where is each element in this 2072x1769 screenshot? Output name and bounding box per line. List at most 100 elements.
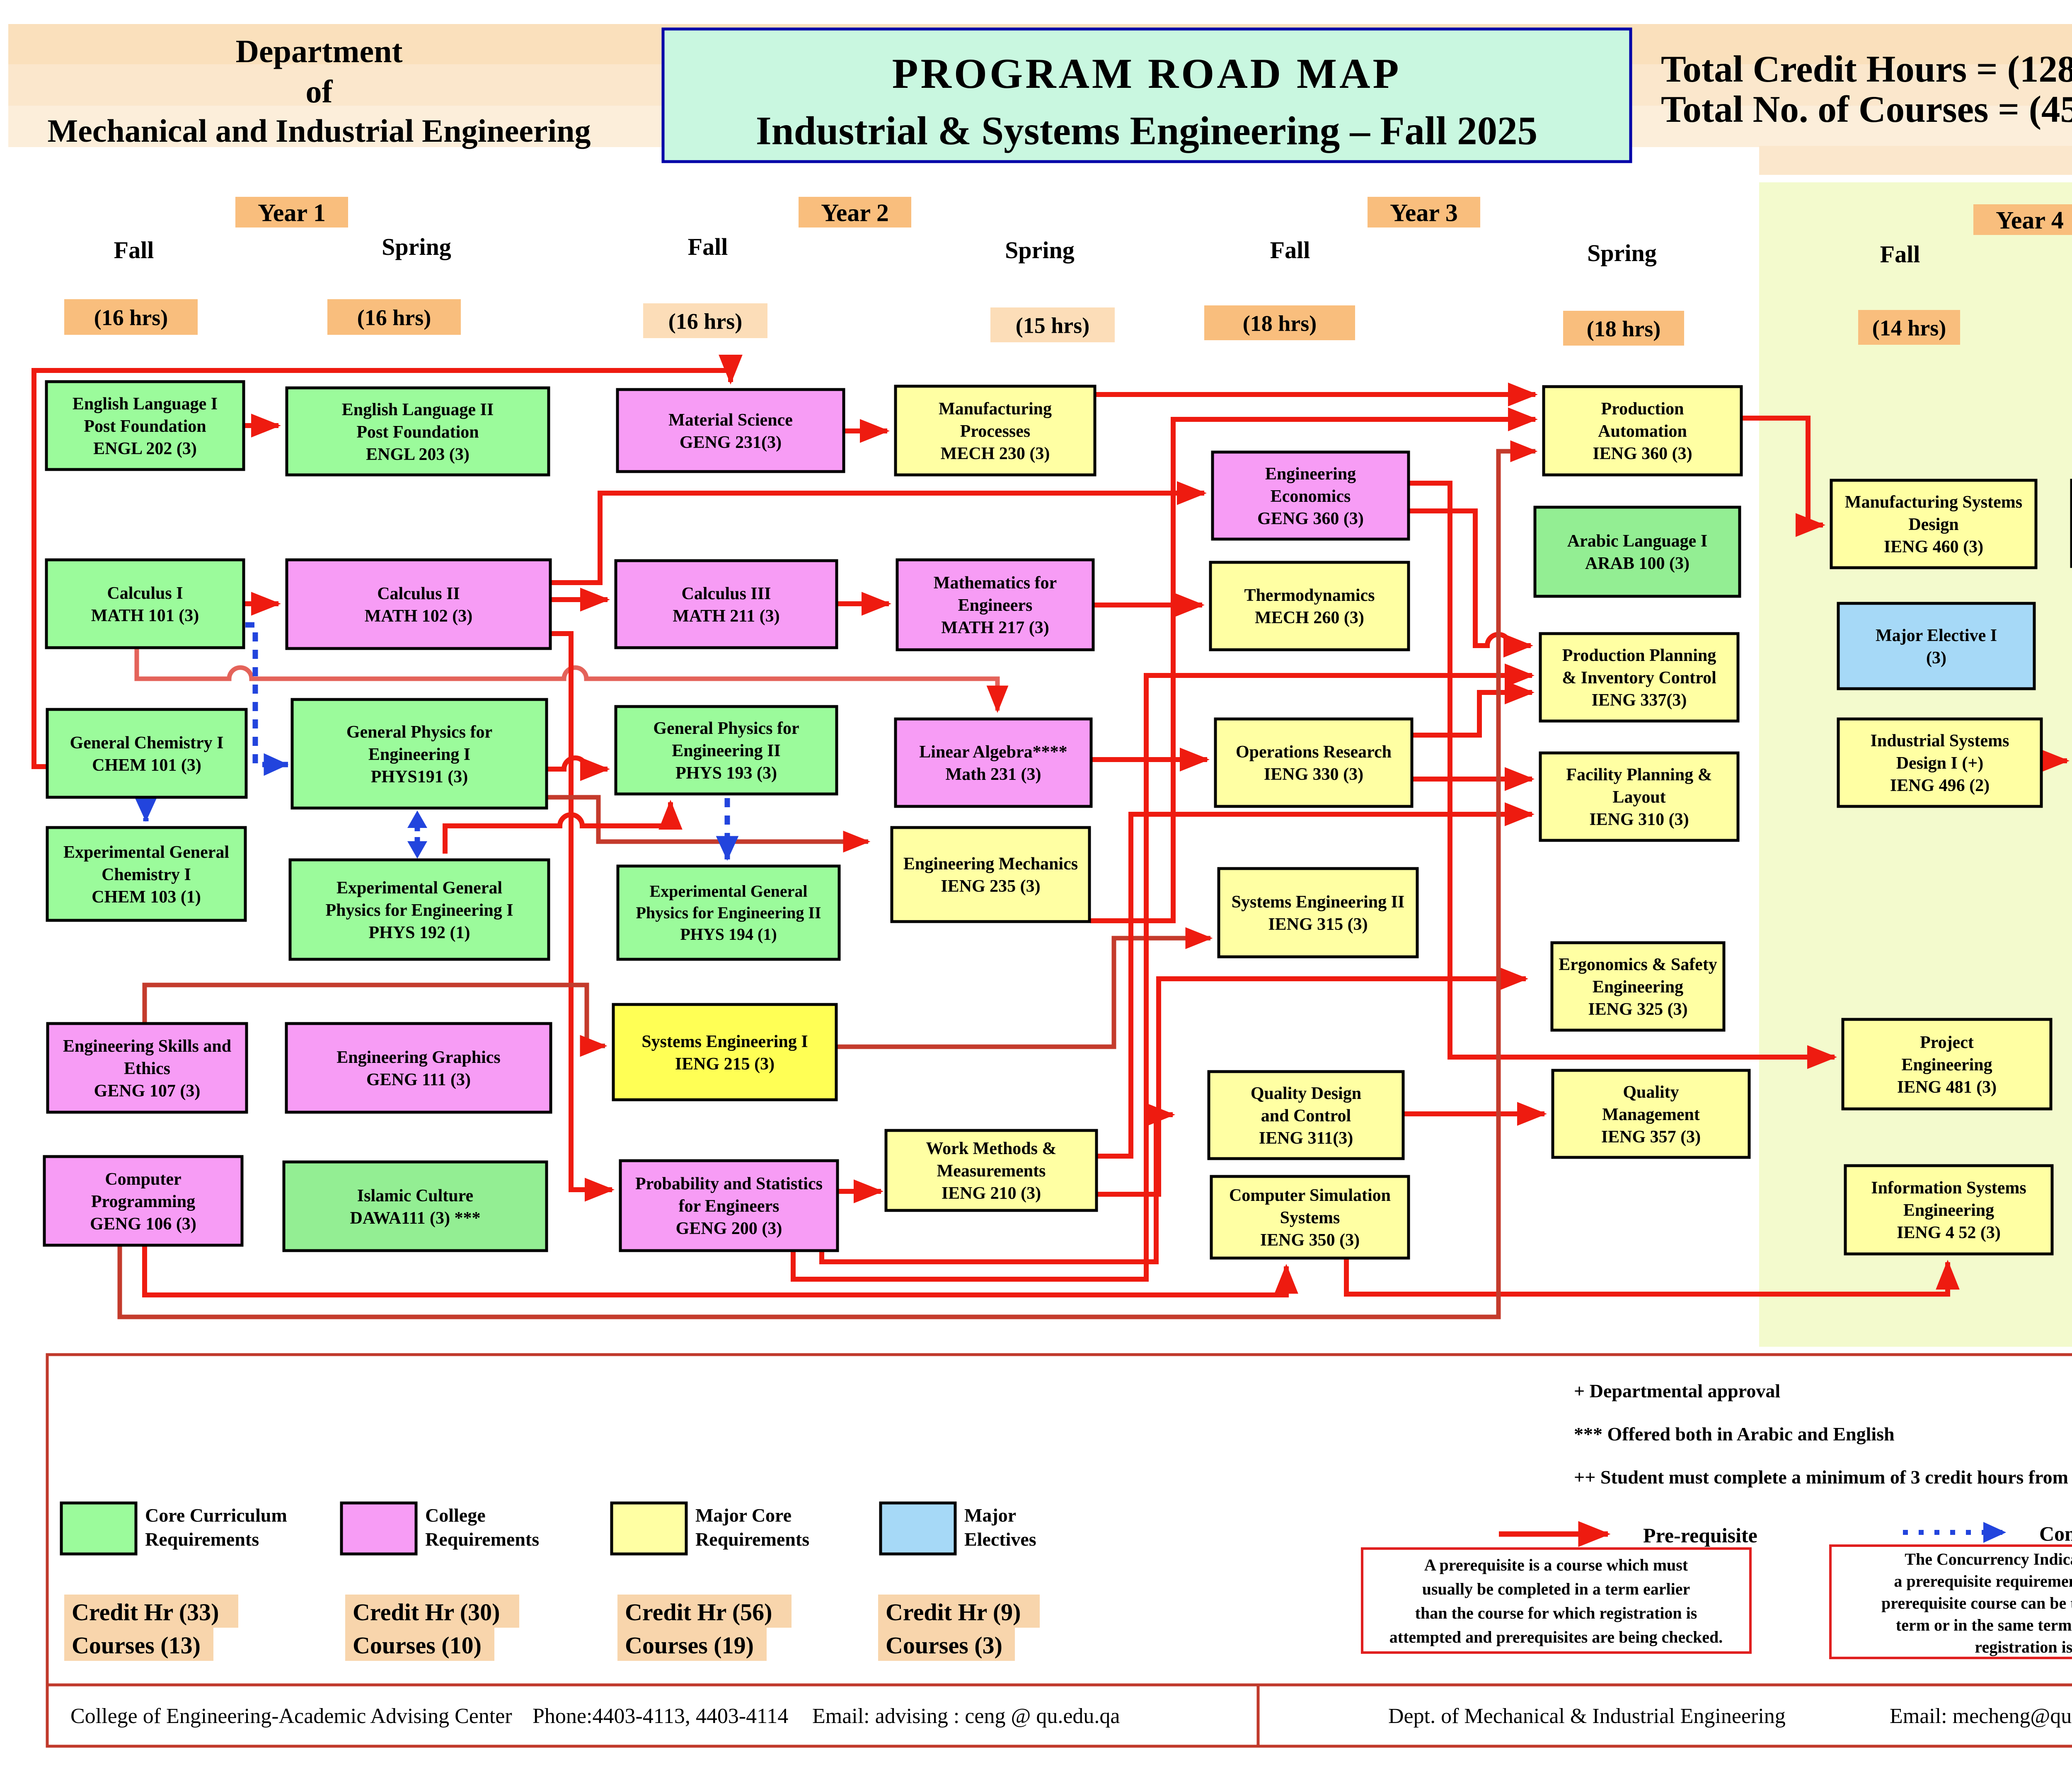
svg-text:IENG 330 (3): IENG 330 (3) <box>1264 765 1363 784</box>
svg-text:Design: Design <box>1908 515 1958 534</box>
svg-text:Spring: Spring <box>1005 237 1075 264</box>
svg-text:(18 hrs): (18 hrs) <box>1243 311 1317 336</box>
svg-text:Production Planning: Production Planning <box>1562 646 1716 665</box>
svg-text:GENG 107 (3): GENG 107 (3) <box>94 1082 201 1101</box>
svg-text:Courses (3): Courses (3) <box>886 1632 1002 1659</box>
svg-text:GENG 106 (3): GENG 106 (3) <box>90 1215 196 1234</box>
svg-text:Physics for Engineering II: Physics for Engineering II <box>636 903 821 922</box>
svg-text:Engineering Skills and: Engineering Skills and <box>63 1037 231 1056</box>
svg-text:MATH 101 (3): MATH 101 (3) <box>91 606 199 625</box>
svg-text:ENGL 202 (3): ENGL 202 (3) <box>93 439 197 458</box>
svg-text:Year 4: Year 4 <box>1996 207 2064 234</box>
svg-text:(16 hrs): (16 hrs) <box>668 309 742 334</box>
svg-text:GENG 111 (3): GENG 111 (3) <box>366 1070 471 1089</box>
svg-text:IENG 337(3): IENG 337(3) <box>1592 691 1687 710</box>
svg-text:Mechanical and Industrial Engi: Mechanical and Industrial Engineering <box>48 113 591 149</box>
svg-text:Dept. of Mechanical & Industri: Dept. of Mechanical & Industrial Enginee… <box>1388 1704 1786 1728</box>
svg-text:Work Methods &: Work Methods & <box>926 1139 1057 1158</box>
svg-text:General Physics for: General Physics for <box>653 719 799 738</box>
svg-text:Thermodynamics: Thermodynamics <box>1244 586 1375 605</box>
svg-text:Industrial Systems: Industrial Systems <box>1871 731 2009 750</box>
svg-text:Linear Algebra****: Linear Algebra**** <box>919 743 1067 762</box>
svg-text:Manufacturing Systems: Manufacturing Systems <box>1845 493 2022 512</box>
svg-text:Automation: Automation <box>1598 422 1687 441</box>
svg-text:GENG 231(3): GENG 231(3) <box>680 433 782 452</box>
svg-text:Credit Hr (56): Credit Hr (56) <box>625 1599 772 1626</box>
svg-text:CHEM 103 (1): CHEM 103 (1) <box>92 888 201 907</box>
svg-text:(18 hrs): (18 hrs) <box>1587 316 1661 341</box>
svg-text:English Language II: English Language II <box>342 400 494 419</box>
svg-text:IENG 357 (3): IENG 357 (3) <box>1601 1128 1701 1147</box>
svg-text:Electives: Electives <box>964 1529 1036 1550</box>
svg-text:Courses (19): Courses (19) <box>625 1632 754 1659</box>
svg-text:Major Core: Major Core <box>695 1505 792 1526</box>
svg-text:MATH 102 (3): MATH 102 (3) <box>365 607 473 626</box>
svg-text:Major Elective I: Major Elective I <box>1876 626 1997 645</box>
svg-text:Total Credit Hours = (128): Total Credit Hours = (128) <box>1661 48 2072 90</box>
svg-text:Credit Hr (9): Credit Hr (9) <box>886 1599 1021 1626</box>
svg-text:Operations Research: Operations Research <box>1236 743 1392 762</box>
svg-text:Spring: Spring <box>382 233 451 260</box>
svg-text:usually be completed in a term: usually be completed in a term earlier <box>1422 1580 1690 1598</box>
svg-text:Credit Hr (33): Credit Hr (33) <box>72 1599 219 1626</box>
svg-text:Engineering: Engineering <box>1593 978 1683 997</box>
svg-text:Probability and Statistics: Probability and Statistics <box>635 1174 823 1193</box>
svg-text:College: College <box>425 1505 486 1526</box>
svg-text:Systems Engineering I: Systems Engineering I <box>641 1032 808 1051</box>
svg-text:Mathematics for: Mathematics for <box>934 574 1057 593</box>
svg-text:Engineering: Engineering <box>1903 1201 1994 1220</box>
svg-text:Industrial & Systems Engineer: Industrial & Systems Engineering – Fall … <box>756 109 1537 153</box>
svg-text:Email: mecheng@qu.edu.qa: Email: mecheng@qu.edu.qa <box>1890 1704 2072 1728</box>
svg-text:attempted and prerequisites ar: attempted and prerequisites are being ch… <box>1389 1628 1723 1646</box>
svg-text:Total No. of Courses = (45): Total No. of Courses = (45) <box>1661 88 2072 130</box>
svg-text:Fall: Fall <box>1880 241 1920 268</box>
svg-text:Engineering II: Engineering II <box>672 741 781 760</box>
svg-text:Processes: Processes <box>960 422 1031 441</box>
svg-text:Engineering Mechanics: Engineering Mechanics <box>903 854 1078 874</box>
svg-text:Courses (10): Courses (10) <box>353 1632 482 1659</box>
svg-text:Systems: Systems <box>1280 1208 1340 1227</box>
svg-text:Pre-requisite: Pre-requisite <box>1643 1524 1757 1547</box>
svg-text:PHYS191 (3): PHYS191 (3) <box>371 767 468 786</box>
svg-text:IENG 481 (3): IENG 481 (3) <box>1897 1078 1997 1097</box>
svg-text:(16 hrs): (16 hrs) <box>357 305 431 330</box>
svg-text:Phone:4403-4113, 4403-4114: Phone:4403-4113, 4403-4114 <box>533 1704 788 1728</box>
svg-text:Facility Planning &: Facility Planning & <box>1566 765 1712 784</box>
svg-text:Core Curriculum: Core Curriculum <box>145 1505 287 1526</box>
svg-text:Management: Management <box>1602 1105 1700 1124</box>
svg-text:a prerequisite requirement and: a prerequisite requirement and indicate … <box>1894 1572 2072 1590</box>
svg-text:IENG 4 52 (3): IENG 4 52 (3) <box>1897 1223 2001 1242</box>
svg-text:Fall: Fall <box>688 233 728 260</box>
svg-text:MATH 217 (3): MATH 217 (3) <box>941 618 1049 637</box>
svg-text:Ergonomics & Safety: Ergonomics & Safety <box>1559 955 1717 974</box>
svg-text:Project: Project <box>1920 1033 1974 1052</box>
svg-text:of: of <box>306 73 333 109</box>
svg-text:Engineering I: Engineering I <box>368 745 470 764</box>
svg-text:Material Science: Material Science <box>668 411 793 430</box>
svg-text:for Engineers: for Engineers <box>678 1197 779 1216</box>
svg-text:Spring: Spring <box>1587 240 1657 266</box>
svg-text:ENGL 203 (3): ENGL 203 (3) <box>366 445 470 464</box>
svg-text:IENG 496 (2): IENG 496 (2) <box>1890 776 1990 795</box>
svg-text:IENG 311(3): IENG 311(3) <box>1259 1129 1353 1148</box>
svg-text:IENG 325 (3): IENG 325 (3) <box>1588 1000 1687 1019</box>
svg-text:Calculus I: Calculus I <box>107 584 183 603</box>
svg-text:Calculus III: Calculus III <box>682 584 771 603</box>
svg-text:Experimental General: Experimental General <box>336 878 502 898</box>
svg-text:Design I (+): Design I (+) <box>1896 754 1984 773</box>
svg-text:IENG 310 (3): IENG 310 (3) <box>1589 810 1689 829</box>
svg-text:Chemistry I: Chemistry I <box>102 865 191 884</box>
svg-text:(16 hrs): (16 hrs) <box>94 305 168 330</box>
svg-text:Computer: Computer <box>105 1170 181 1189</box>
svg-text:IENG 235 (3): IENG 235 (3) <box>941 877 1040 896</box>
svg-text:PROGRAM ROAD MAP: PROGRAM ROAD MAP <box>892 50 1402 97</box>
svg-text:Physics for Engineering I: Physics for Engineering I <box>325 901 513 920</box>
svg-text:Ethics: Ethics <box>124 1059 170 1078</box>
svg-text:registration is attempted.: registration is attempted. <box>1975 1638 2072 1656</box>
svg-text:Year 2: Year 2 <box>821 199 889 227</box>
svg-text:MECH 260 (3): MECH 260 (3) <box>1255 608 1364 627</box>
svg-text:Fall: Fall <box>1270 237 1310 264</box>
svg-text:Email: advising : ceng @: Email: advising : ceng @ qu.edu.qa <box>812 1704 1120 1728</box>
svg-text:IENG 360 (3): IENG 360 (3) <box>1593 444 1692 463</box>
svg-text:Year 1: Year 1 <box>258 199 326 227</box>
